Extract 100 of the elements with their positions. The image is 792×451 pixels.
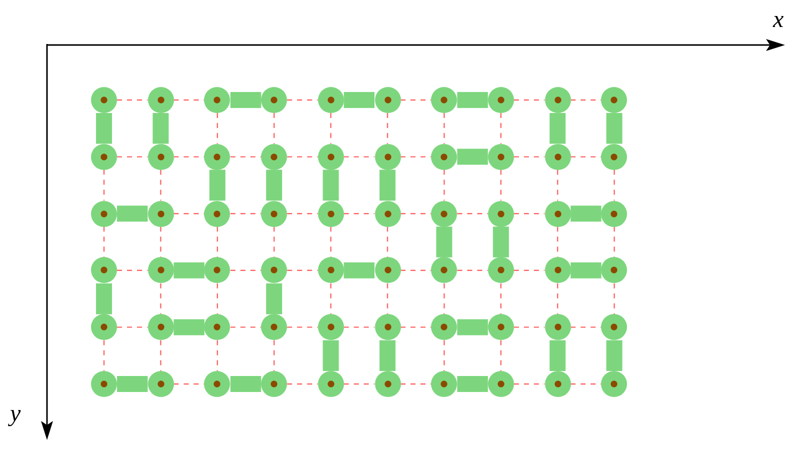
dimer-bar [380, 340, 396, 371]
lattice-site [318, 371, 344, 397]
dimer-bar [380, 170, 396, 201]
lattice-site [431, 144, 458, 170]
dimer-bar [117, 206, 148, 222]
lattice-site [148, 200, 174, 227]
dimer-bar [117, 376, 148, 392]
dashed-grid-line [386, 226, 388, 258]
dimer-bar [266, 170, 282, 201]
dashed-grid-line [514, 213, 545, 214]
lattice-site [488, 144, 514, 170]
dashed-grid-line [274, 340, 275, 371]
lattice-site [431, 200, 458, 227]
dashed-grid-line [216, 340, 218, 371]
dashed-grid-line [444, 113, 445, 144]
lattice-site [488, 87, 514, 113]
dimer-bar [266, 283, 282, 314]
dashed-grid-line [230, 326, 262, 328]
lattice-site [488, 200, 514, 227]
dimer-bar [344, 262, 374, 278]
dashed-grid-line [216, 283, 218, 314]
dashed-grid-line [514, 326, 545, 328]
lattice-site [91, 314, 117, 340]
lattice-site [318, 314, 344, 340]
lattice-site [431, 87, 458, 113]
dashed-grid-line [500, 113, 502, 144]
dashed-grid-line [500, 340, 502, 371]
dimer-bar [492, 226, 509, 258]
dashed-grid-line [230, 213, 262, 214]
dimer-bar [344, 92, 374, 108]
dashed-grid-line [386, 113, 388, 144]
dimer-bar [436, 226, 452, 258]
axis-label: x [773, 8, 784, 32]
lattice-site [601, 87, 628, 113]
dimer-bar [457, 376, 488, 392]
dimer-bar [550, 340, 566, 371]
lattice-site [318, 144, 344, 170]
lattice-site [91, 87, 117, 113]
lattice-site [601, 314, 628, 340]
dashed-grid-line [330, 113, 332, 144]
lattice-site [91, 371, 117, 397]
lattice-site [148, 87, 174, 113]
dashed-grid-line [514, 270, 545, 271]
dashed-grid-line [103, 340, 105, 371]
dashed-grid-line [500, 283, 502, 314]
lattice-site [91, 144, 117, 170]
dimer-bar [96, 283, 112, 314]
dimer-bar [230, 92, 262, 108]
dashed-grid-line [330, 283, 332, 314]
lattice-site [544, 314, 571, 340]
dashed-grid-line [514, 156, 545, 158]
lattice-site [148, 257, 174, 284]
lattice-site [204, 200, 230, 227]
dashed-grid-line [500, 170, 502, 201]
dashed-grid-line [614, 226, 615, 258]
lattice-site [204, 314, 230, 340]
dashed-grid-line [344, 213, 374, 214]
lattice-site [601, 257, 628, 284]
lattice-site [488, 371, 514, 397]
lattice-site [204, 87, 230, 113]
dimer-bar [322, 170, 339, 201]
dashed-grid-line [216, 226, 218, 258]
dashed-grid-line [444, 170, 445, 201]
dashed-grid-line [344, 383, 374, 385]
dashed-grid-line [330, 226, 332, 258]
lattice-site [544, 87, 571, 113]
dashed-grid-line [274, 113, 275, 144]
dashed-grid-line [444, 283, 445, 314]
lattice-site [91, 257, 117, 284]
lattice-site [261, 87, 288, 113]
dashed-grid-line [160, 283, 162, 314]
lattice-site [374, 314, 400, 340]
lattice-site [148, 314, 174, 340]
dimer-bar [174, 319, 204, 336]
lattice-site [204, 371, 230, 397]
lattice-site [544, 257, 571, 284]
dashed-grid-line [344, 156, 374, 158]
dimer-bar [322, 340, 339, 371]
lattice-site [318, 200, 344, 227]
lattice-site [318, 257, 344, 284]
dimer-bar [606, 340, 622, 371]
dimer-bar [96, 113, 112, 144]
dashed-grid-line [344, 326, 374, 328]
lattice-site [544, 200, 571, 227]
dashed-grid-line [160, 226, 162, 258]
dimer-bar [457, 319, 488, 336]
dimer-bar [457, 148, 488, 165]
dashed-grid-line [160, 170, 162, 201]
dashed-grid-line [614, 170, 615, 201]
lattice-site [91, 200, 117, 227]
dashed-grid-line [614, 283, 615, 314]
dashed-grid-line [160, 340, 162, 371]
lattice-site [374, 371, 400, 397]
lattice-site [261, 200, 288, 227]
lattice-site [601, 200, 628, 227]
lattice-site [261, 371, 288, 397]
lattice-site [148, 144, 174, 170]
lattice-site [601, 371, 628, 397]
dashed-grid-line [103, 170, 105, 201]
lattice-site [374, 144, 400, 170]
